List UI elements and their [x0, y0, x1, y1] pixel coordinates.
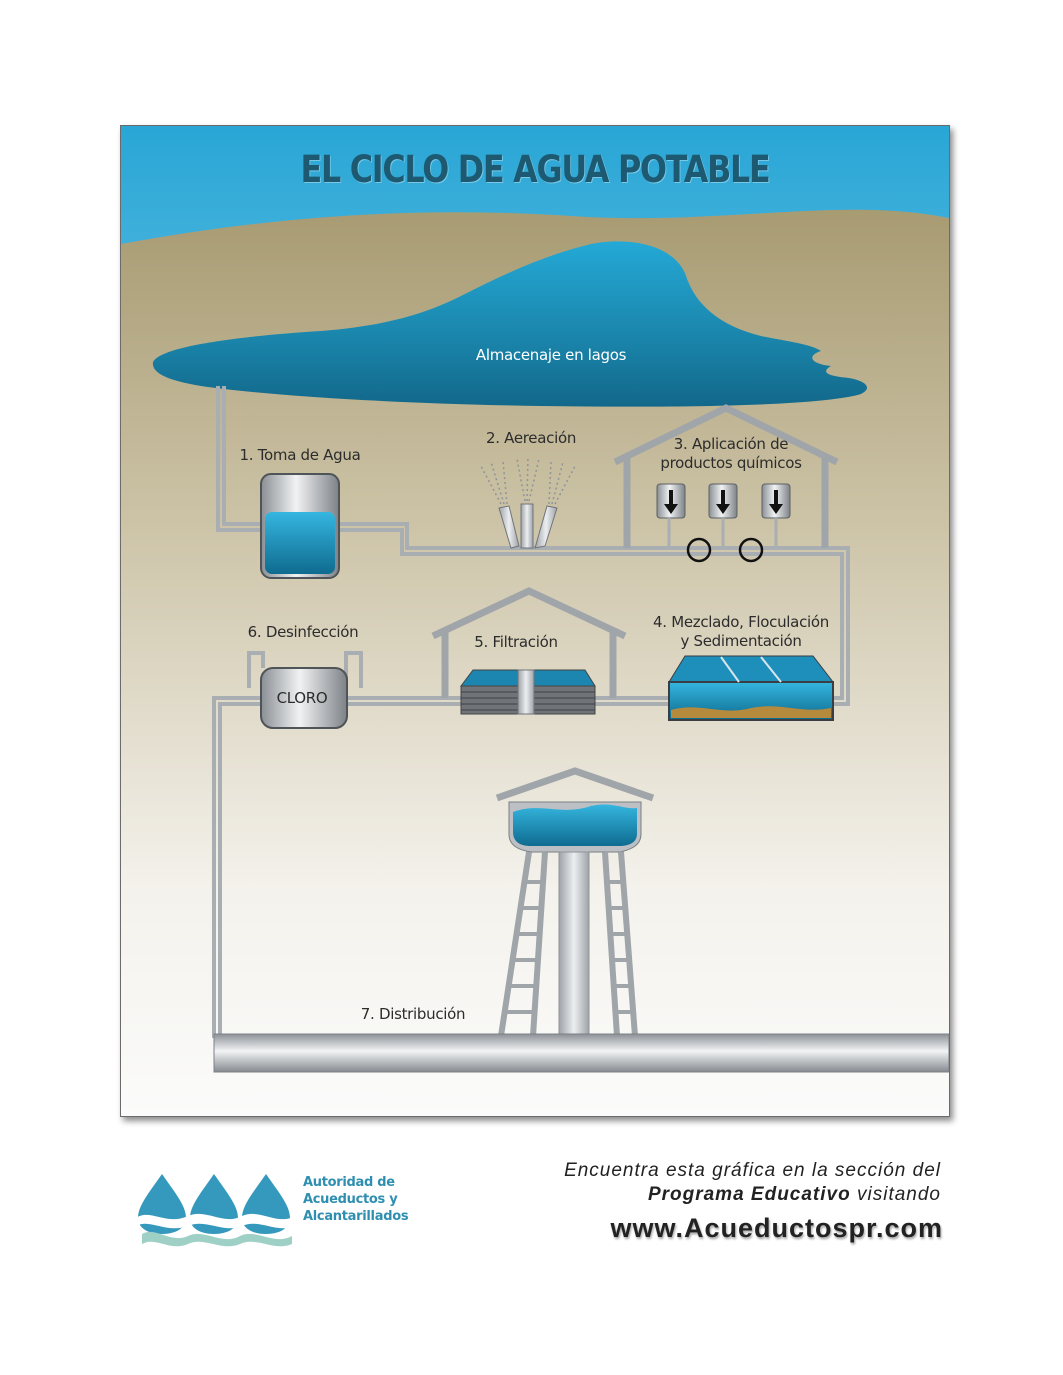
sedimentation-basin — [668, 655, 835, 721]
chemical-dispensers — [656, 483, 791, 563]
cta-line2: Programa Educativo visitando — [564, 1183, 941, 1207]
org-name: Autoridad de Acueductos y Alcantarillado… — [303, 1174, 463, 1225]
website-link[interactable]: www.Acueductospr.com — [610, 1213, 943, 1243]
water-cycle-diagram — [121, 126, 949, 1116]
step-chemicals-line1: 3. Aplicación de — [673, 435, 789, 453]
org-name-line1: Autoridad de — [303, 1175, 395, 1190]
org-name-line2: Acueductos y — [303, 1192, 398, 1207]
step-mixing-line2: y Sedimentación — [680, 632, 802, 650]
step-intake-label: 1. Toma de Agua — [239, 446, 361, 464]
aeration-nozzles — [480, 455, 576, 549]
distribution-pipe — [213, 1033, 949, 1073]
step-chemicals-line2: productos químicos — [660, 454, 802, 472]
lake-shape — [152, 241, 868, 407]
footer-cta: Encuentra esta gráfica en la sección del… — [564, 1159, 941, 1207]
filtration-building — [431, 587, 627, 698]
cta-program-name: Programa Educativo — [647, 1184, 851, 1205]
filter-beds — [460, 669, 596, 715]
page-title: EL CICLO DE AGUA POTABLE — [300, 148, 771, 191]
water-tower — [495, 767, 655, 1043]
arrow-down-icon — [664, 490, 783, 514]
step-distribution-label: 7. Distribución — [360, 1005, 466, 1023]
step-disinfection-label: 6. Desinfección — [247, 623, 359, 641]
diagram-panel: EL CICLO DE AGUA POTABLE Almacenaje en l… — [120, 125, 950, 1117]
water-drop-logo-icon — [136, 1174, 296, 1247]
step-chemicals-label: 3. Aplicación de productos químicos — [641, 435, 821, 473]
org-name-line3: Alcantarillados — [303, 1209, 409, 1224]
cta-line2-rest: visitando — [850, 1184, 941, 1205]
step-aeration-label: 2. Aereación — [485, 429, 577, 447]
circular-arrow-icon — [686, 537, 764, 563]
intake-tank — [260, 473, 340, 579]
step-filtration-label: 5. Filtración — [474, 633, 558, 651]
lake-label: Almacenaje en lagos — [475, 346, 627, 364]
cta-line1: Encuentra esta gráfica en la sección del — [564, 1160, 941, 1181]
chemicals-building — [613, 404, 839, 548]
step-mixing-line1: 4. Mezclado, Floculación — [653, 613, 829, 631]
chlorine-tank-label: CLORO — [276, 689, 328, 707]
chlorine-tank — [260, 667, 348, 729]
step-mixing-label: 4. Mezclado, Floculación y Sedimentación — [651, 613, 831, 651]
